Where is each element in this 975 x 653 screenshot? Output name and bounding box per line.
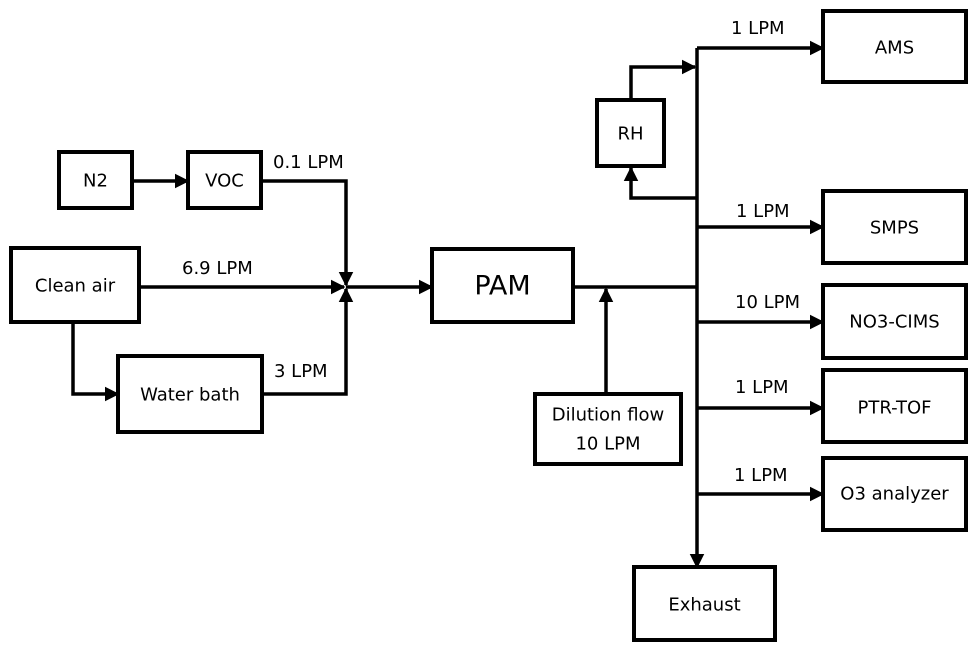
flow-label-o3: 1 LPM [734, 465, 788, 486]
node-clean-air: Clean air [9, 246, 141, 324]
node-exhaust-label: Exhaust [668, 595, 740, 616]
edge-cleanair-waterbath [71, 322, 120, 402]
flow-label-voc: 0.1 LPM [273, 152, 344, 173]
node-rh-label: RH [617, 124, 643, 145]
node-n2-label: N2 [83, 171, 108, 192]
node-o3-analyzer-label: O3 analyzer [840, 484, 949, 505]
node-smps-label: SMPS [870, 218, 919, 239]
node-ptr-tof-label: PTR-TOF [858, 398, 932, 419]
node-voc: VOC [186, 150, 263, 210]
node-pam: PAM [430, 247, 575, 324]
connectors [71, 40, 825, 569]
node-pam-label: PAM [474, 271, 530, 302]
node-no3-cims: NO3-CIMS [821, 283, 968, 360]
node-o3-analyzer: O3 analyzer [821, 456, 968, 532]
node-ams-label: AMS [875, 38, 914, 59]
flow-label-ams: 1 LPM [731, 18, 785, 39]
node-exhaust: Exhaust [632, 565, 777, 642]
flow-label-smps: 1 LPM [736, 201, 790, 222]
edge-waterbath-junction [262, 287, 354, 396]
node-voc-label: VOC [205, 171, 244, 192]
node-rh: RH [595, 98, 666, 168]
node-dilution-label-line1: Dilution flow [552, 405, 665, 426]
flow-label-ptr-tof: 1 LPM [735, 377, 789, 398]
edge-manifold-rh [623, 166, 697, 200]
node-ptr-tof: PTR-TOF [821, 368, 968, 444]
flow-label-no3-cims: 10 LPM [735, 292, 800, 313]
node-clean-air-label: Clean air [35, 276, 116, 297]
node-n2: N2 [57, 150, 134, 210]
edge-rh-manifold [629, 59, 697, 100]
flow-label-clean-air: 6.9 LPM [182, 258, 253, 279]
flow-label-water-bath: 3 LPM [274, 361, 328, 382]
node-smps: SMPS [821, 189, 968, 265]
node-water-bath-label: Water bath [140, 385, 240, 406]
edge-voc-junction [261, 179, 354, 287]
node-water-bath: Water bath [116, 354, 264, 434]
node-ams: AMS [821, 9, 968, 84]
node-no3-cims-label: NO3-CIMS [849, 312, 939, 333]
node-dilution-flow: Dilution flow 10 LPM [533, 392, 683, 466]
node-dilution-label-line2: 10 LPM [575, 434, 640, 455]
